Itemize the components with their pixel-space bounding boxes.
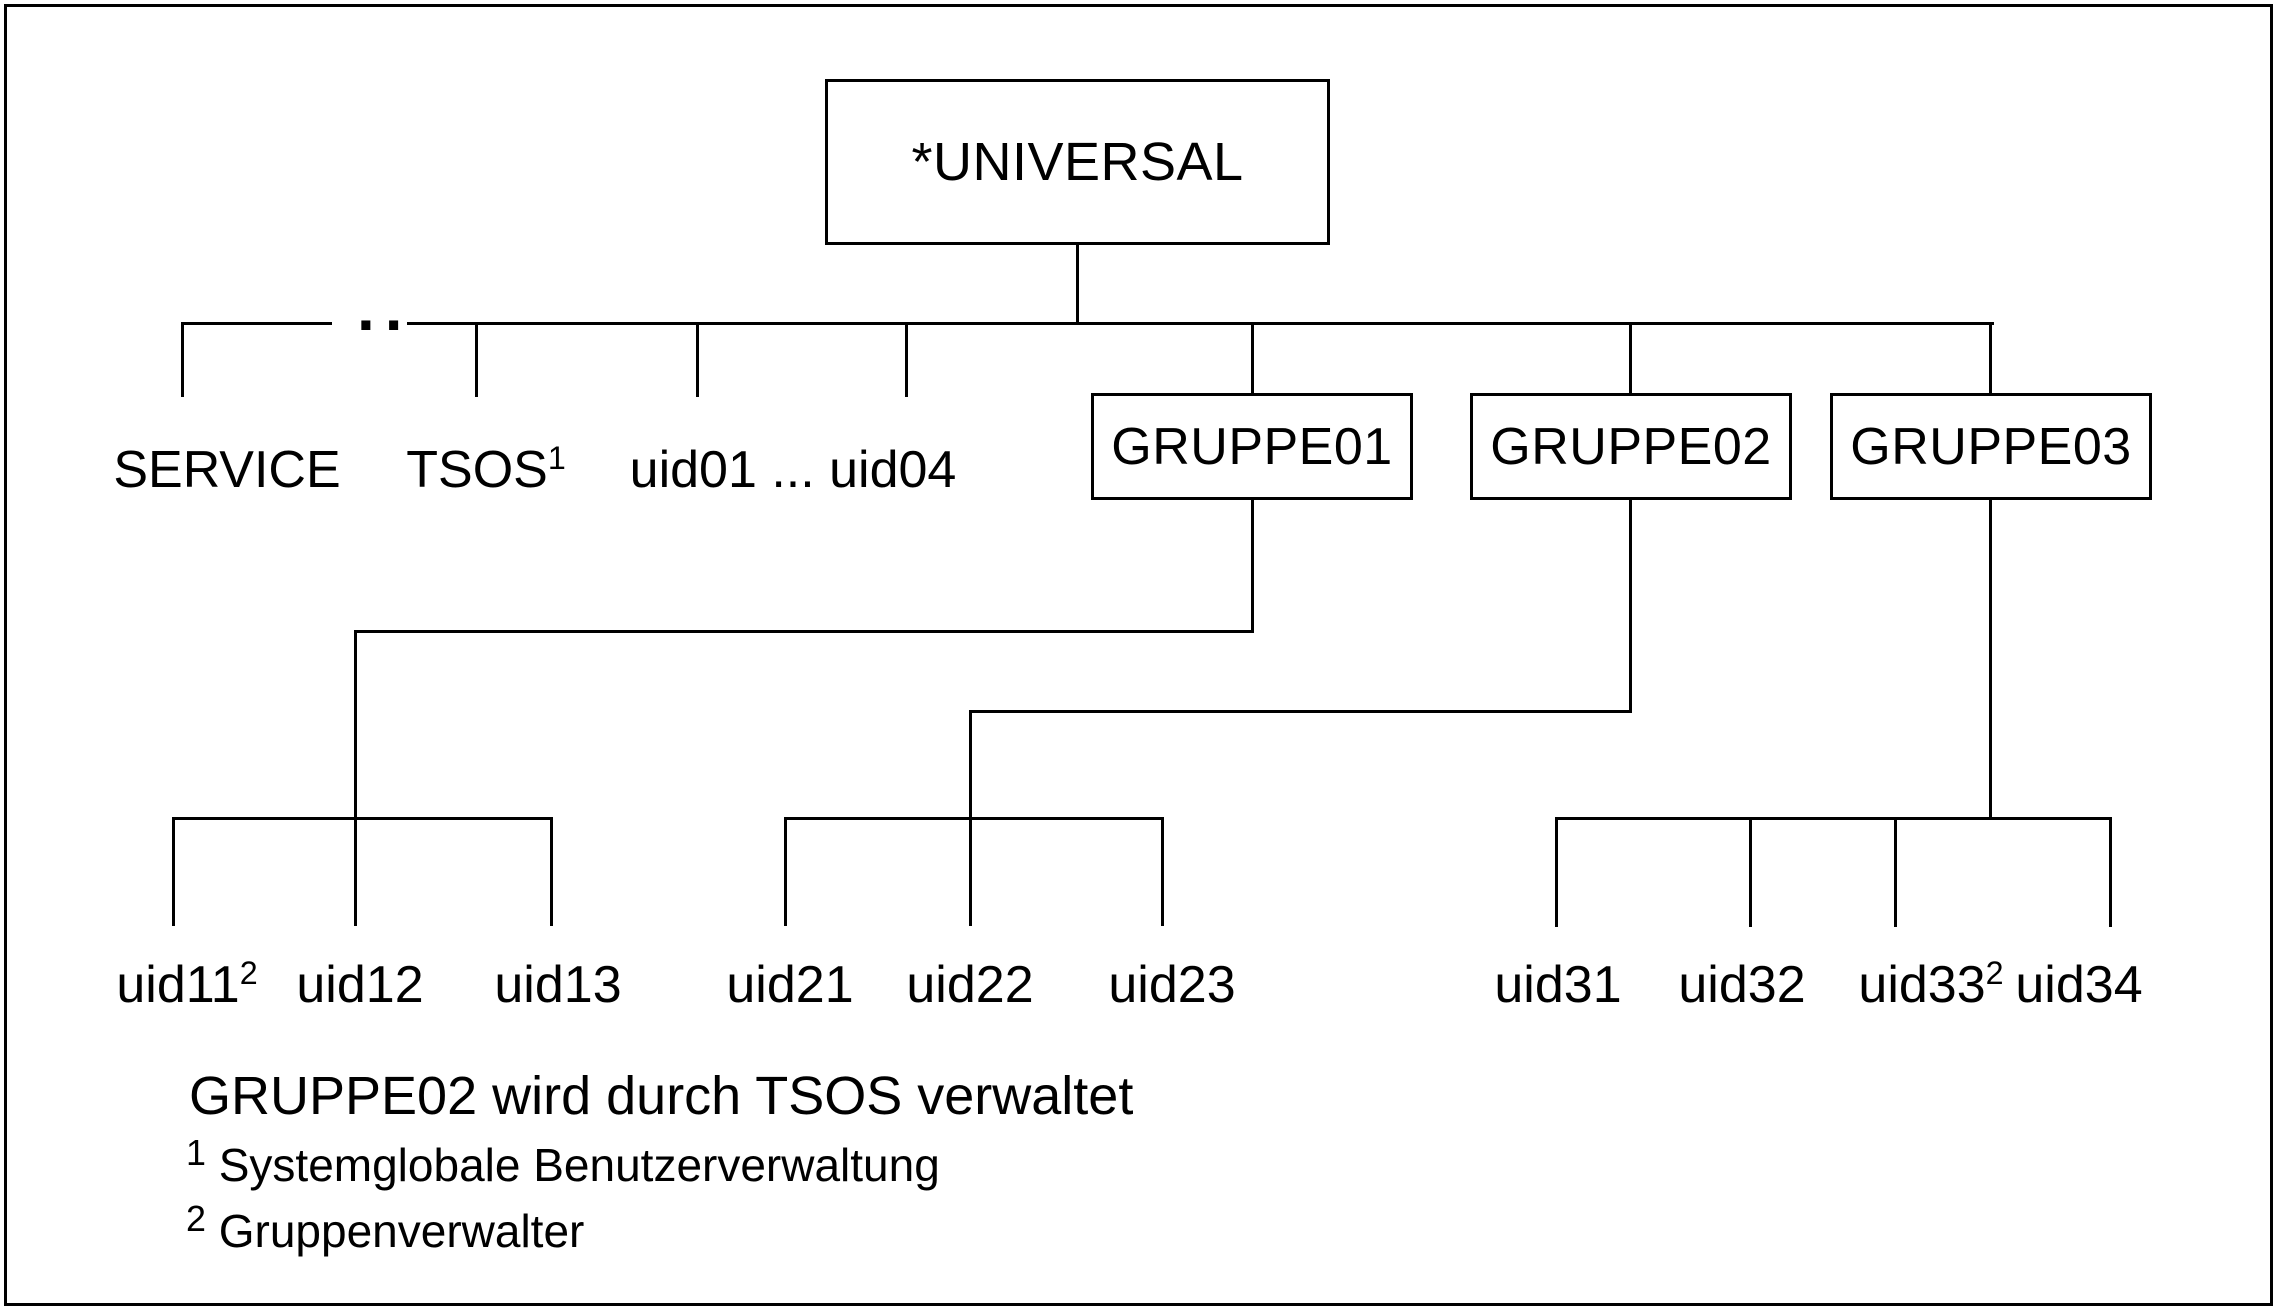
tick-uid21 bbox=[784, 817, 787, 926]
label-uid33: uid332 bbox=[1858, 954, 2003, 1016]
line-gruppe01-down bbox=[1251, 498, 1254, 633]
line-main-rail-right bbox=[407, 322, 1994, 325]
label-uid22-text: uid22 bbox=[906, 956, 1034, 1014]
footnote-2: 2 Gruppenverwalter bbox=[186, 1201, 585, 1259]
line-gruppe02-across bbox=[969, 710, 1632, 713]
label-tsos: TSOS1 bbox=[406, 439, 566, 501]
label-uid32-text: uid32 bbox=[1678, 956, 1806, 1014]
label-uid23-text: uid23 bbox=[1108, 956, 1236, 1014]
tick-uid31 bbox=[1555, 817, 1558, 927]
label-uid34: uid34 bbox=[2015, 954, 2142, 1016]
bracket-gruppe03 bbox=[1555, 817, 2112, 820]
label-uid33-text: uid33 bbox=[1858, 956, 1986, 1014]
label-uid21-text: uid21 bbox=[726, 956, 854, 1014]
label-tsos-sup: 1 bbox=[547, 440, 566, 477]
node-universal: *UNIVERSAL bbox=[825, 79, 1330, 245]
tick-uid32 bbox=[1749, 817, 1752, 927]
tick-uid34 bbox=[2109, 817, 2112, 927]
label-uid01-uid04-text: uid01 ... uid04 bbox=[629, 441, 957, 499]
footnote-1-text: Systemglobale Benutzerverwaltung bbox=[218, 1139, 940, 1191]
label-uid11: uid112 bbox=[116, 954, 257, 1016]
node-gruppe02: GRUPPE02 bbox=[1470, 393, 1792, 500]
tick-uid13 bbox=[550, 817, 553, 926]
label-uid12: uid12 bbox=[296, 954, 423, 1016]
line-main-rail-left bbox=[181, 322, 332, 325]
label-uid13-text: uid13 bbox=[494, 956, 622, 1014]
node-gruppe01: GRUPPE01 bbox=[1091, 393, 1413, 500]
node-gruppe01-label: GRUPPE01 bbox=[1111, 417, 1393, 476]
node-gruppe03: GRUPPE03 bbox=[1830, 393, 2152, 500]
line-gruppe01-across bbox=[354, 630, 1254, 633]
label-service-text: SERVICE bbox=[113, 441, 341, 499]
bracket-gruppe02 bbox=[784, 817, 1164, 820]
node-gruppe03-label: GRUPPE03 bbox=[1850, 417, 2132, 476]
outer-border bbox=[4, 4, 2273, 1306]
label-uid23: uid23 bbox=[1108, 954, 1235, 1016]
caption-text: GRUPPE02 wird durch TSOS verwaltet bbox=[189, 1066, 1134, 1126]
line-gruppe01-to-bracket bbox=[354, 630, 357, 926]
footnote-1-sup: 1 bbox=[186, 1132, 206, 1173]
tick-tsos bbox=[475, 322, 478, 397]
tick-uid11 bbox=[172, 817, 175, 926]
label-uid22: uid22 bbox=[906, 954, 1033, 1016]
line-universal-drop bbox=[1076, 243, 1079, 325]
label-uid11-text: uid11 bbox=[116, 956, 240, 1014]
footnote-2-sup: 2 bbox=[186, 1198, 206, 1239]
label-uid31-text: uid31 bbox=[1494, 956, 1622, 1014]
tick-uid04 bbox=[905, 322, 908, 397]
label-uid31: uid31 bbox=[1494, 954, 1621, 1016]
label-uid12-text: uid12 bbox=[296, 956, 424, 1014]
label-uid33-sup: 2 bbox=[1985, 955, 2004, 992]
label-uid11-sup: 2 bbox=[239, 955, 258, 992]
line-gruppe03-top-drop bbox=[1989, 322, 1992, 395]
line-gruppe02-top-drop bbox=[1629, 322, 1632, 395]
node-gruppe02-label: GRUPPE02 bbox=[1490, 417, 1772, 476]
label-uid13: uid13 bbox=[494, 954, 621, 1016]
line-gruppe02-down bbox=[1629, 498, 1632, 713]
tick-uid23 bbox=[1161, 817, 1164, 926]
node-universal-label: *UNIVERSAL bbox=[911, 132, 1244, 192]
tick-service bbox=[181, 322, 184, 397]
line-gruppe03-down bbox=[1989, 498, 1992, 820]
tick-uid01 bbox=[696, 322, 699, 397]
label-uid34-text: uid34 bbox=[2015, 956, 2143, 1014]
label-uid01-uid04: uid01 ... uid04 bbox=[630, 439, 957, 501]
line-gruppe01-top-drop bbox=[1251, 322, 1254, 395]
footnote-1: 1 Systemglobale Benutzerverwaltung bbox=[186, 1135, 940, 1193]
label-tsos-text: TSOS bbox=[406, 441, 548, 499]
label-service: SERVICE bbox=[113, 439, 340, 501]
bracket-gruppe01 bbox=[172, 817, 553, 820]
ellipsis-dots: .. bbox=[357, 272, 413, 344]
footnote-2-text: Gruppenverwalter bbox=[218, 1205, 585, 1257]
tick-uid33 bbox=[1894, 817, 1897, 927]
label-uid32: uid32 bbox=[1678, 954, 1805, 1016]
label-uid21: uid21 bbox=[726, 954, 853, 1016]
